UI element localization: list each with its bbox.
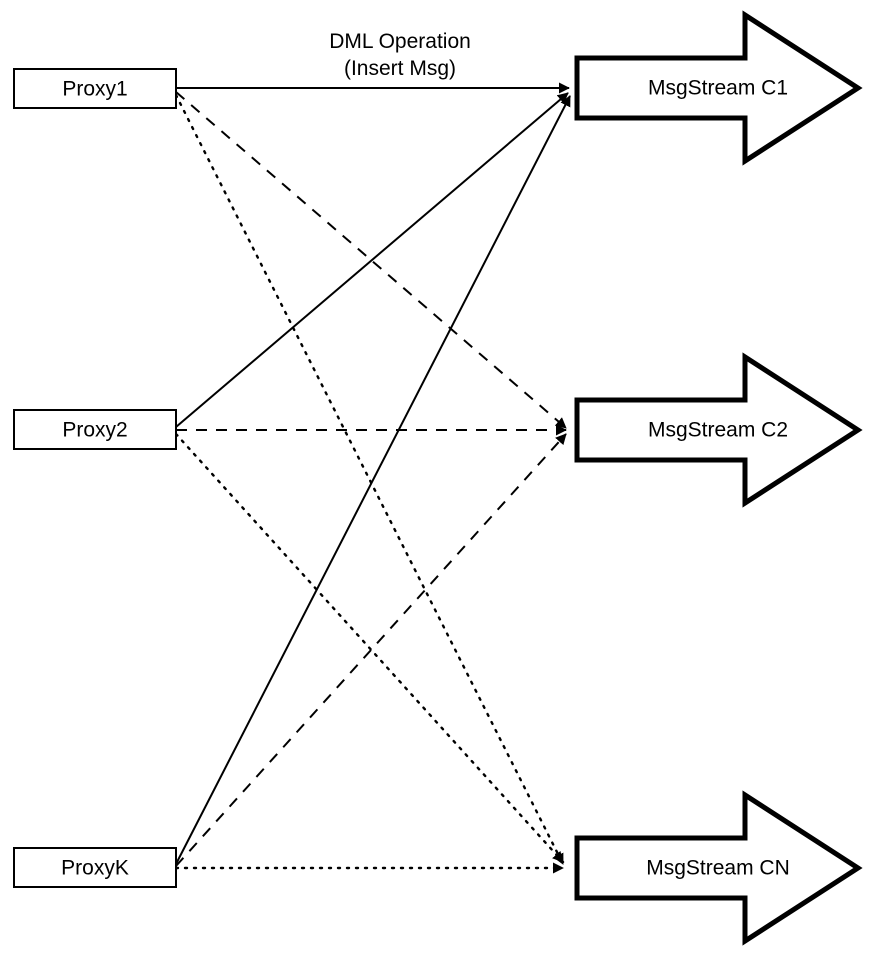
msgstream-label-c2: MsgStream C2 (648, 419, 788, 442)
proxy-label-proxyk: ProxyK (61, 857, 129, 880)
connector-proxyk-c1 (175, 95, 571, 865)
connector-group (174, 82, 571, 874)
msgstream-node-c1[interactable]: MsgStream C1 (574, 10, 863, 166)
proxy-node-proxy1[interactable]: Proxy1 (13, 68, 177, 109)
proxy-box-proxyk[interactable] (13, 847, 177, 888)
connector-proxy2-c1 (175, 92, 569, 428)
connector-proxy2-cn (174, 432, 565, 864)
edge-label-line1: DML Operation (329, 30, 471, 53)
proxy-box-proxy1[interactable] (13, 68, 177, 109)
connector-proxy1-cn (174, 93, 565, 866)
proxy-box-proxy2[interactable] (13, 409, 177, 450)
proxy-node-proxy2[interactable]: Proxy2 (13, 409, 177, 450)
proxy-label-proxy1: Proxy1 (62, 78, 127, 101)
edge-label-dml-operation: DML Operation (Insert Msg) (329, 30, 471, 80)
connector-proxy1-c2 (175, 91, 567, 429)
msgstream-node-c2[interactable]: MsgStream C2 (574, 352, 863, 508)
proxy-node-proxyk[interactable]: ProxyK (13, 847, 177, 888)
edge-label-line2: (Insert Msg) (344, 57, 456, 80)
connector-proxyk-c2 (175, 433, 567, 867)
msgstream-node-cn[interactable]: MsgStream CN (574, 790, 863, 946)
msgstream-arrow-c1[interactable] (574, 10, 863, 166)
msgstream-label-c1: MsgStream C1 (648, 77, 788, 100)
msgstream-arrow-c2[interactable] (574, 352, 863, 508)
msgstream-arrow-cn[interactable] (574, 790, 863, 946)
proxy-label-proxy2: Proxy2 (62, 419, 127, 442)
msgstream-label-cn: MsgStream CN (646, 857, 790, 880)
